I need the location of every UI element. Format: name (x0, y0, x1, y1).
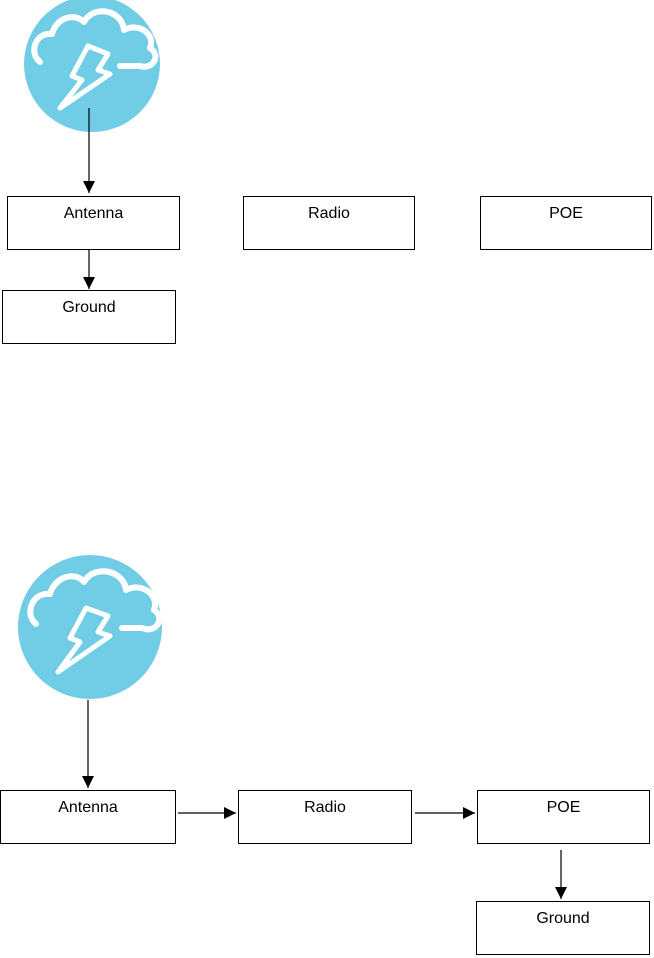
storm-icon-top (24, 0, 160, 132)
antenna-box-top: Antenna (7, 196, 180, 250)
ground-label: Ground (477, 910, 649, 928)
poe-label: POE (481, 205, 651, 223)
radio-box-top: Radio (243, 196, 415, 250)
storm-icon-bottom (18, 555, 162, 699)
antenna-label: Antenna (1, 799, 175, 817)
antenna-box-bottom: Antenna (0, 790, 176, 844)
antenna-label: Antenna (8, 205, 179, 223)
radio-box-bottom: Radio (238, 790, 412, 844)
ground-label: Ground (3, 299, 175, 317)
poe-label: POE (478, 799, 649, 817)
radio-label: Radio (239, 799, 411, 817)
ground-box-top: Ground (2, 290, 176, 344)
ground-box-bottom: Ground (476, 901, 650, 955)
poe-box-top: POE (480, 196, 652, 250)
poe-box-bottom: POE (477, 790, 650, 844)
radio-label: Radio (244, 205, 414, 223)
